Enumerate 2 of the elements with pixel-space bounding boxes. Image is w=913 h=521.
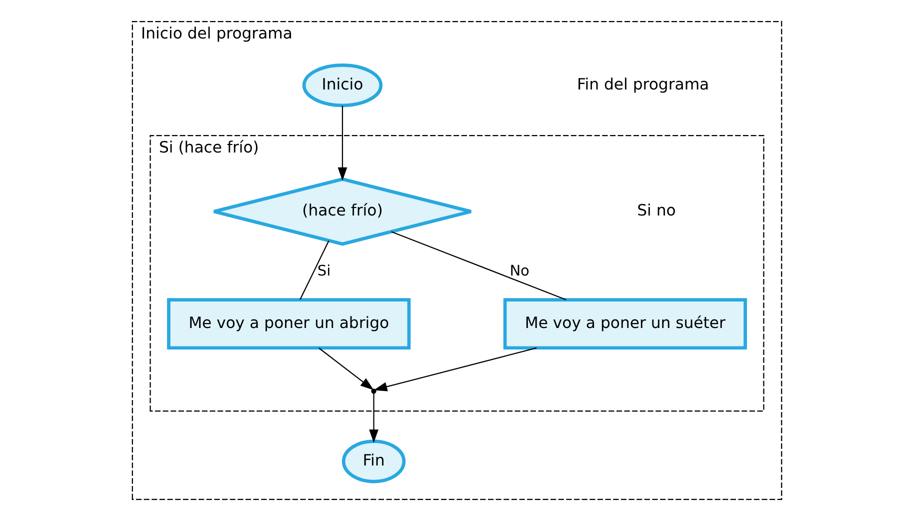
edge-label: Si <box>316 264 330 280</box>
edge-label: No <box>509 264 529 280</box>
